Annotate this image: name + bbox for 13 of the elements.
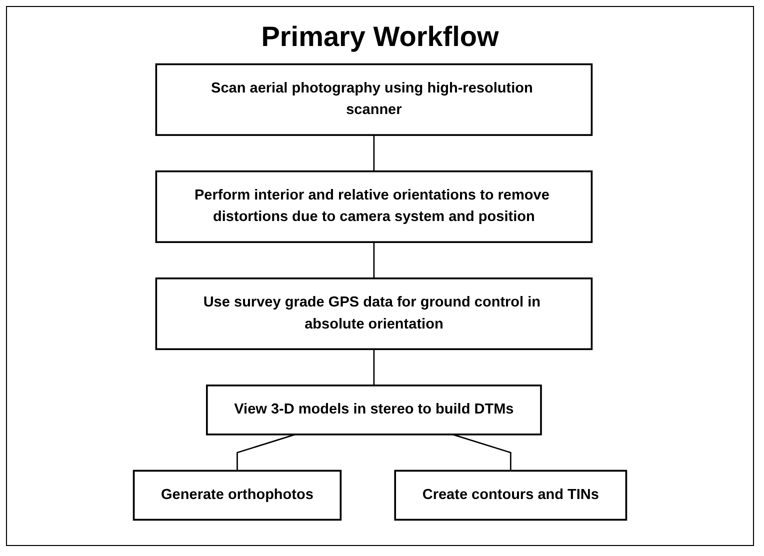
- node-box: [132, 470, 342, 521]
- connector: [373, 135, 375, 172]
- connector: [236, 434, 296, 471]
- node-box: [155, 277, 593, 350]
- title: Primary Workflow: [260, 21, 500, 53]
- node-box: [155, 170, 593, 243]
- node-box: [394, 470, 628, 521]
- connector: [373, 242, 375, 278]
- slide-frame: Primary Workflow Scan aerial photography using high-resolution scanner Perform interior and relative orientations to remove distortions due to camera system and position Use survey grade GPS data for ground control in absolute orientation View 3-D models in stereo to build DTMs Generate orthophotos Create contours and TINs: [6, 6, 754, 546]
- node-box: [206, 384, 542, 436]
- connector: [373, 349, 375, 386]
- node-box: [155, 63, 593, 136]
- connector: [452, 434, 512, 471]
